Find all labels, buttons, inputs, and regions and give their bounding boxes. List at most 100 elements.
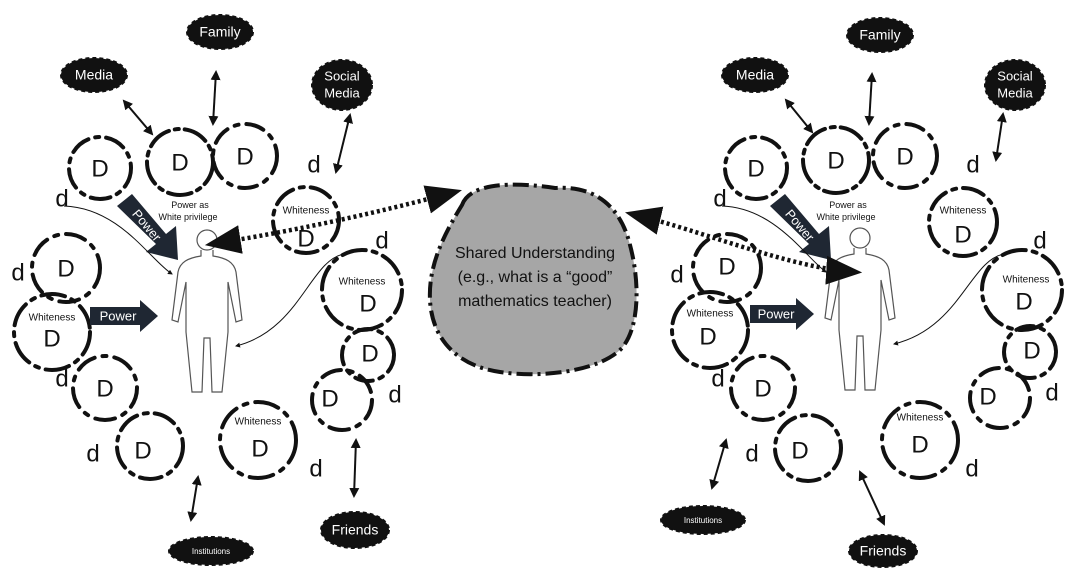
right-D-5: D: [718, 253, 735, 280]
left-whiteness-4: Whiteness: [339, 277, 386, 288]
right-family-node: Family: [846, 17, 914, 53]
right-whiteness-2: Whiteness: [687, 309, 734, 320]
right-power-arrow-horizontal: Power: [750, 298, 814, 330]
right-d-6: d: [1045, 379, 1058, 406]
right-D-2: D: [827, 147, 844, 174]
left-d-4: d: [375, 227, 388, 254]
right-D-10: D: [1015, 288, 1032, 315]
right-cluster: Family Media Social Media Friends Instit…: [660, 17, 1064, 568]
left-media-label: Media: [75, 67, 113, 83]
left-friends-arrow: [349, 438, 361, 498]
right-D-7: D: [754, 375, 771, 402]
right-institutions-label: Institutions: [684, 516, 722, 525]
left-D-5: D: [57, 255, 74, 282]
left-family-node: Family: [186, 14, 254, 50]
right-institutions-arrow: [709, 438, 729, 490]
left-d-3: d: [11, 259, 24, 286]
right-D-9: D: [911, 431, 928, 458]
right-person-figure: [824, 227, 896, 391]
right-social-label-2: Media: [997, 85, 1033, 100]
right-power-as-1: Power as: [829, 200, 867, 210]
right-D-3: D: [896, 143, 913, 170]
right-shared-dotted-arrow: [624, 206, 863, 285]
left-D-12: D: [321, 385, 338, 412]
shared-understanding-blob: [427, 182, 639, 377]
right-thin-curve-2: [893, 253, 1005, 346]
left-family-label: Family: [199, 24, 240, 40]
right-social-media-node: Social Media: [984, 59, 1046, 111]
left-d-5: d: [55, 365, 68, 392]
left-D-6: D: [43, 325, 60, 352]
left-D-4: D: [297, 225, 314, 252]
right-d-8: d: [965, 455, 978, 482]
right-d-4: d: [1033, 227, 1046, 254]
right-family-label: Family: [859, 27, 900, 43]
shared-understanding: Shared Understanding (e.g., what is a “g…: [427, 182, 639, 377]
left-power-arrow-diagonal: Power: [117, 194, 178, 260]
left-person-figure: [171, 229, 243, 393]
left-D-8: D: [134, 437, 151, 464]
left-media-node: Media: [60, 57, 128, 93]
left-D-7: D: [96, 375, 113, 402]
left-whiteness-3: Whiteness: [235, 417, 282, 428]
shared-line-2: (e.g., what is a “good”: [458, 269, 613, 286]
right-media-node: Media: [721, 57, 789, 93]
left-D-2: D: [171, 149, 188, 176]
right-media-label: Media: [736, 67, 774, 83]
right-d-7: d: [745, 440, 758, 467]
left-D-9: D: [251, 435, 268, 462]
right-whiteness-3: Whiteness: [897, 413, 944, 424]
left-d-6: d: [388, 381, 401, 408]
right-whiteness-4: Whiteness: [1003, 275, 1050, 286]
left-D-10: D: [359, 290, 376, 317]
left-power-arrow-horizontal: Power: [90, 300, 158, 332]
right-d-2: d: [713, 185, 726, 212]
left-d-blobs: D D D Whiteness D D Whiteness D D D Whit…: [12, 122, 404, 481]
right-power-arrow-diagonal: Power: [770, 194, 831, 260]
left-thin-curve-1: [63, 205, 173, 275]
left-d-8: d: [309, 455, 322, 482]
left-social-arrow: [333, 113, 353, 174]
right-power-label-2: Power: [758, 306, 796, 321]
left-D-11: D: [361, 340, 378, 367]
right-d-blobs: D D D Whiteness D D Whiteness D D D Whit…: [670, 122, 1064, 483]
left-d-1: d: [307, 151, 320, 178]
left-social-media-node: Social Media: [311, 59, 373, 111]
right-social-arrow: [992, 112, 1007, 162]
right-social-label-1: Social: [997, 68, 1033, 83]
left-shared-dotted-arrow: [204, 185, 462, 254]
right-friends-node: Friends: [848, 534, 918, 568]
left-media-arrow: [122, 99, 154, 136]
shared-line-1: Shared Understanding: [455, 245, 615, 262]
right-family-arrow: [864, 72, 877, 126]
left-social-label-2: Media: [324, 85, 360, 100]
left-whiteness-2: Whiteness: [29, 313, 76, 324]
right-institutions-node: Institutions: [660, 505, 746, 535]
left-institutions-arrow: [187, 475, 202, 522]
left-D-1: D: [91, 155, 108, 182]
left-power-as-1: Power as: [171, 200, 209, 210]
shared-line-3: mathematics teacher): [458, 293, 612, 310]
right-friends-arrow: [858, 470, 886, 526]
left-whiteness-1: Whiteness: [283, 206, 330, 217]
right-power-as-2: White privilege: [816, 212, 875, 222]
left-D-3: D: [236, 143, 253, 170]
left-cluster: Family Media Social Media Friends Instit…: [11, 14, 404, 566]
left-power-label-2: Power: [100, 308, 138, 323]
right-whiteness-1: Whiteness: [940, 206, 987, 217]
left-friends-label: Friends: [332, 522, 379, 538]
right-D-8: D: [791, 437, 808, 464]
left-thin-curve-2: [235, 253, 345, 348]
left-d-2: d: [55, 185, 68, 212]
right-d-5: d: [711, 365, 724, 392]
left-social-label-1: Social: [324, 68, 360, 83]
left-d-7: d: [86, 440, 99, 467]
right-media-arrow: [784, 98, 814, 134]
right-D-11: D: [1023, 337, 1040, 364]
right-D-1: D: [747, 155, 764, 182]
right-friends-label: Friends: [860, 543, 907, 559]
right-D-12: D: [979, 383, 996, 410]
right-D-6: D: [699, 323, 716, 350]
left-family-arrow: [208, 70, 221, 126]
